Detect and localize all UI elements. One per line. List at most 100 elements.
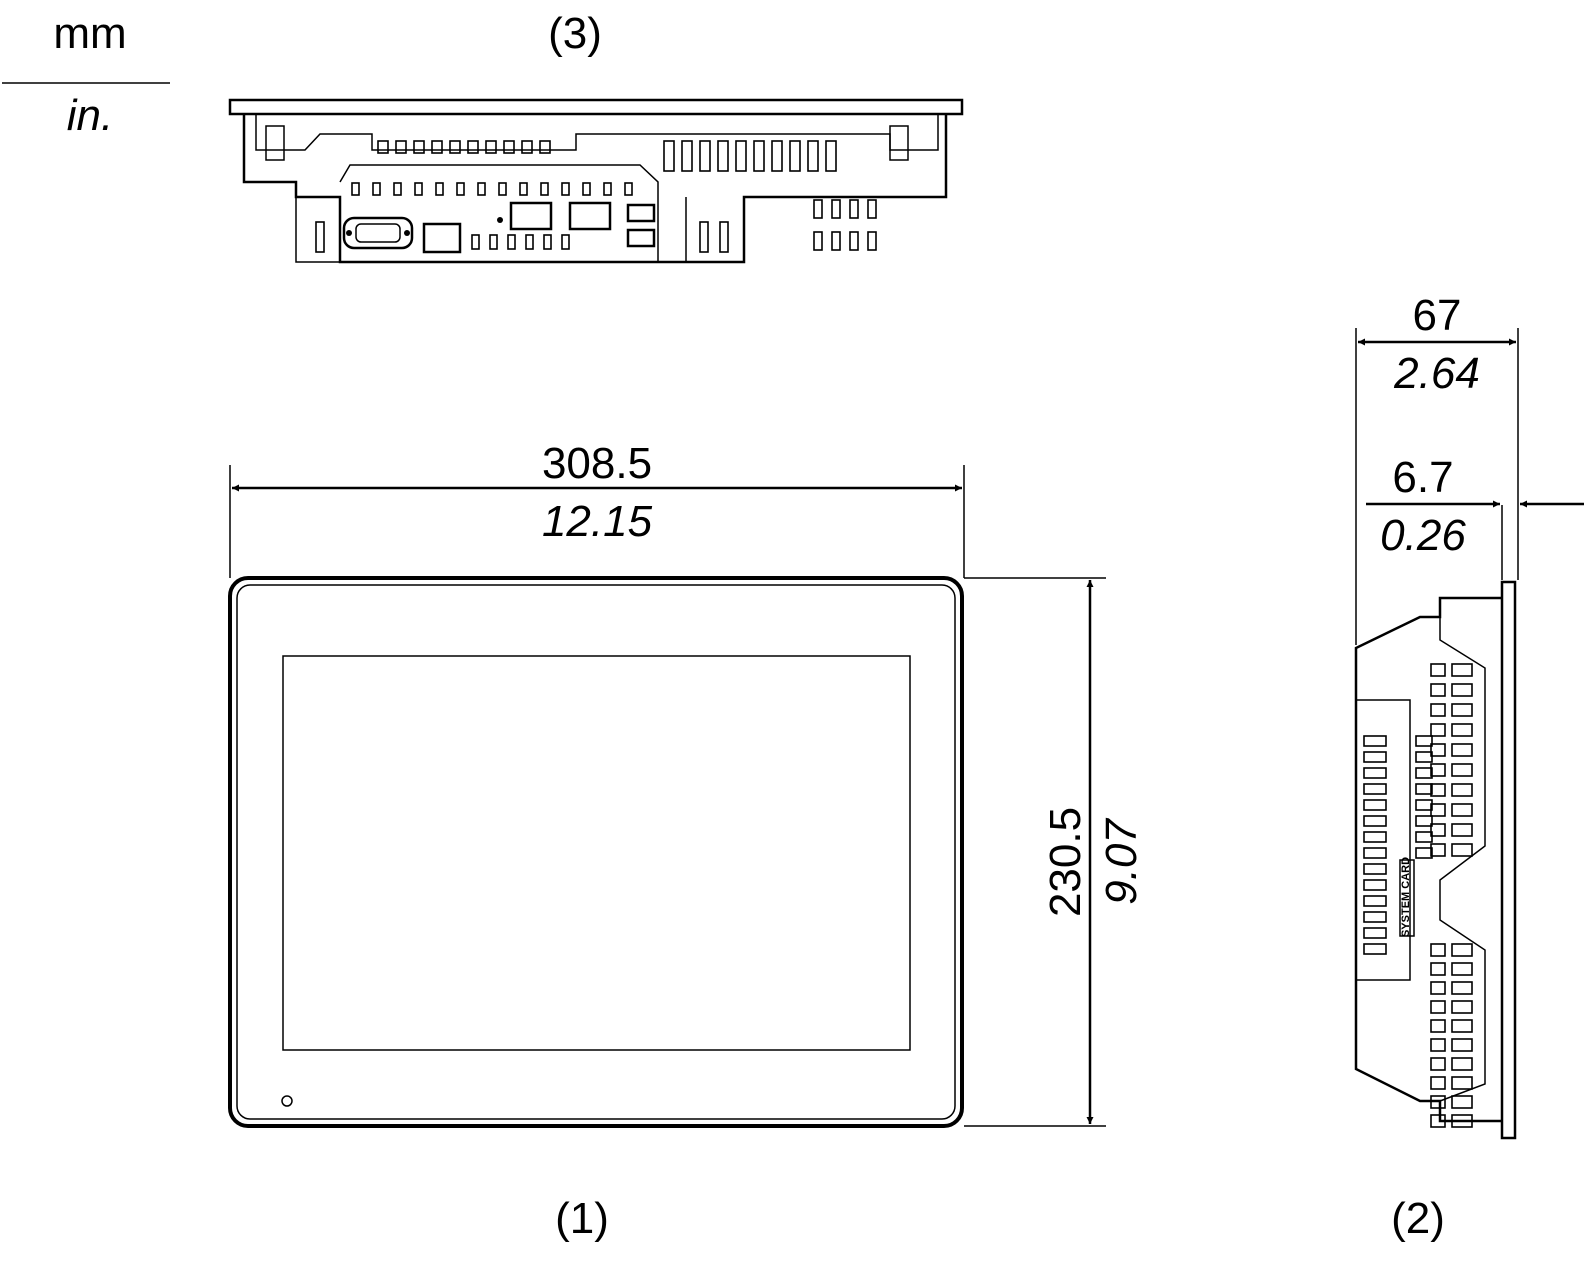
side-vent-slot [1363, 783, 1387, 795]
top-vent-slot [807, 140, 819, 172]
side-vent-slot [1430, 981, 1446, 995]
side-vent-slot [1415, 767, 1433, 779]
top-vent-slot [435, 182, 444, 196]
side-vent-slot [1363, 911, 1387, 923]
top-vent-slot [825, 140, 837, 172]
top-vent-slot [395, 140, 407, 154]
top-vent-slot [477, 182, 486, 196]
top-vent-slot [315, 221, 325, 253]
side-vent-slot [1451, 803, 1473, 817]
side-vent-slot [1430, 1000, 1446, 1014]
bezel-in: 0.26 [1380, 511, 1466, 560]
side-vent-slot [1430, 683, 1446, 697]
top-vent-slot [561, 234, 570, 250]
side-vent-slot [1363, 815, 1387, 827]
side-vent-slot [1451, 763, 1473, 777]
top-vent-slot [485, 140, 497, 154]
depth-in: 2.64 [1393, 349, 1480, 398]
side-vent-slot [1363, 895, 1387, 907]
top-vent-slot [867, 199, 877, 219]
side-vent-slot [1451, 703, 1473, 717]
bezel-mm: 6.7 [1392, 453, 1453, 502]
side-vent-slot [1451, 1114, 1473, 1128]
side-vent-slot [1451, 683, 1473, 697]
top-vent-slot [543, 234, 552, 250]
top-vent-slot [735, 140, 747, 172]
top-vent-slot [414, 182, 423, 196]
top-vent-slot [372, 182, 381, 196]
top-vent-slot [449, 140, 461, 154]
side-vent-slot [1430, 943, 1446, 957]
height-dimension: 230.5 9.07 [964, 577, 1146, 1127]
top-vent-slot [489, 234, 498, 250]
top-vent-slot [377, 140, 389, 154]
top-vent-slot [624, 182, 633, 196]
side-vent-slot [1430, 962, 1446, 976]
side-vent-slot [1430, 1114, 1446, 1128]
top-vent-slot [753, 140, 765, 172]
display-area [282, 655, 911, 1051]
side-vent-slot [1430, 1038, 1446, 1052]
side-vent-slot [1363, 767, 1387, 779]
top-vent-slot [699, 140, 711, 172]
top-vent-slot [431, 140, 443, 154]
width-in: 12.15 [542, 497, 653, 546]
left-clip [265, 125, 285, 161]
side-vent-slot [1415, 799, 1433, 811]
side-vent-slot [1430, 1076, 1446, 1090]
side-rear-profile [1439, 617, 1486, 1102]
top-view [228, 98, 964, 264]
top-vent-slot [539, 140, 551, 154]
height-in: 9.07 [1097, 818, 1146, 905]
top-vent-slot [582, 182, 591, 196]
side-vent-slot [1430, 803, 1446, 817]
side-vent-slot [1430, 663, 1446, 677]
side-vent-slot [1415, 783, 1433, 795]
side-vent-slot [1451, 783, 1473, 797]
top-vent-slot [717, 140, 729, 172]
top-vent-slot [456, 182, 465, 196]
side-vent-slot [1451, 1000, 1473, 1014]
side-bezel [1500, 580, 1517, 1140]
side-vent-slot [1415, 735, 1433, 747]
top-vent-slot [467, 140, 479, 154]
top-vent-slot [849, 231, 859, 251]
side-vent-slot [1363, 831, 1387, 843]
side-vent-slot [1363, 847, 1387, 859]
side-vent-slot [1363, 863, 1387, 875]
system-card-label: SYSTEM CARD [1400, 857, 1412, 937]
top-view-bezel [228, 98, 964, 116]
side-inner-block [1356, 699, 1411, 981]
depth-dimension: 67 2.64 [1355, 291, 1519, 645]
lan-port-1 [422, 222, 462, 254]
bezel-dimension: 6.7 0.26 [1366, 453, 1584, 580]
side-vent-slot [1451, 663, 1473, 677]
side-vent-slot [1430, 1019, 1446, 1033]
front-bezel-inner [236, 584, 956, 1120]
top-view-housing [242, 114, 948, 264]
side-vent-slot [1430, 743, 1446, 757]
side-vent-slot [1430, 703, 1446, 717]
top-vent-slot [540, 182, 549, 196]
width-mm: 308.5 [542, 439, 652, 488]
side-view: SYSTEM CARD [1354, 580, 1517, 1140]
top-vent-slot [831, 199, 841, 219]
usb-port-1 [626, 203, 656, 223]
side-vent-slot [1415, 815, 1433, 827]
side-vent-slot [1451, 823, 1473, 837]
side-vent-slot [1430, 783, 1446, 797]
top-vent-slot [681, 140, 693, 172]
top-vent-slot [498, 182, 507, 196]
side-vent-slot [1363, 943, 1387, 955]
top-vent-slot [831, 231, 841, 251]
side-vent-slot [1363, 751, 1387, 763]
top-vent-slot [351, 182, 360, 196]
unit-mm: mm [53, 9, 126, 58]
top-vent-slot [519, 182, 528, 196]
top-vent-slot [393, 182, 402, 196]
side-vent-slot [1430, 823, 1446, 837]
width-dimension: 308.5 12.15 [229, 439, 965, 578]
top-vent-slot [867, 231, 877, 251]
front-bezel [228, 576, 964, 1128]
